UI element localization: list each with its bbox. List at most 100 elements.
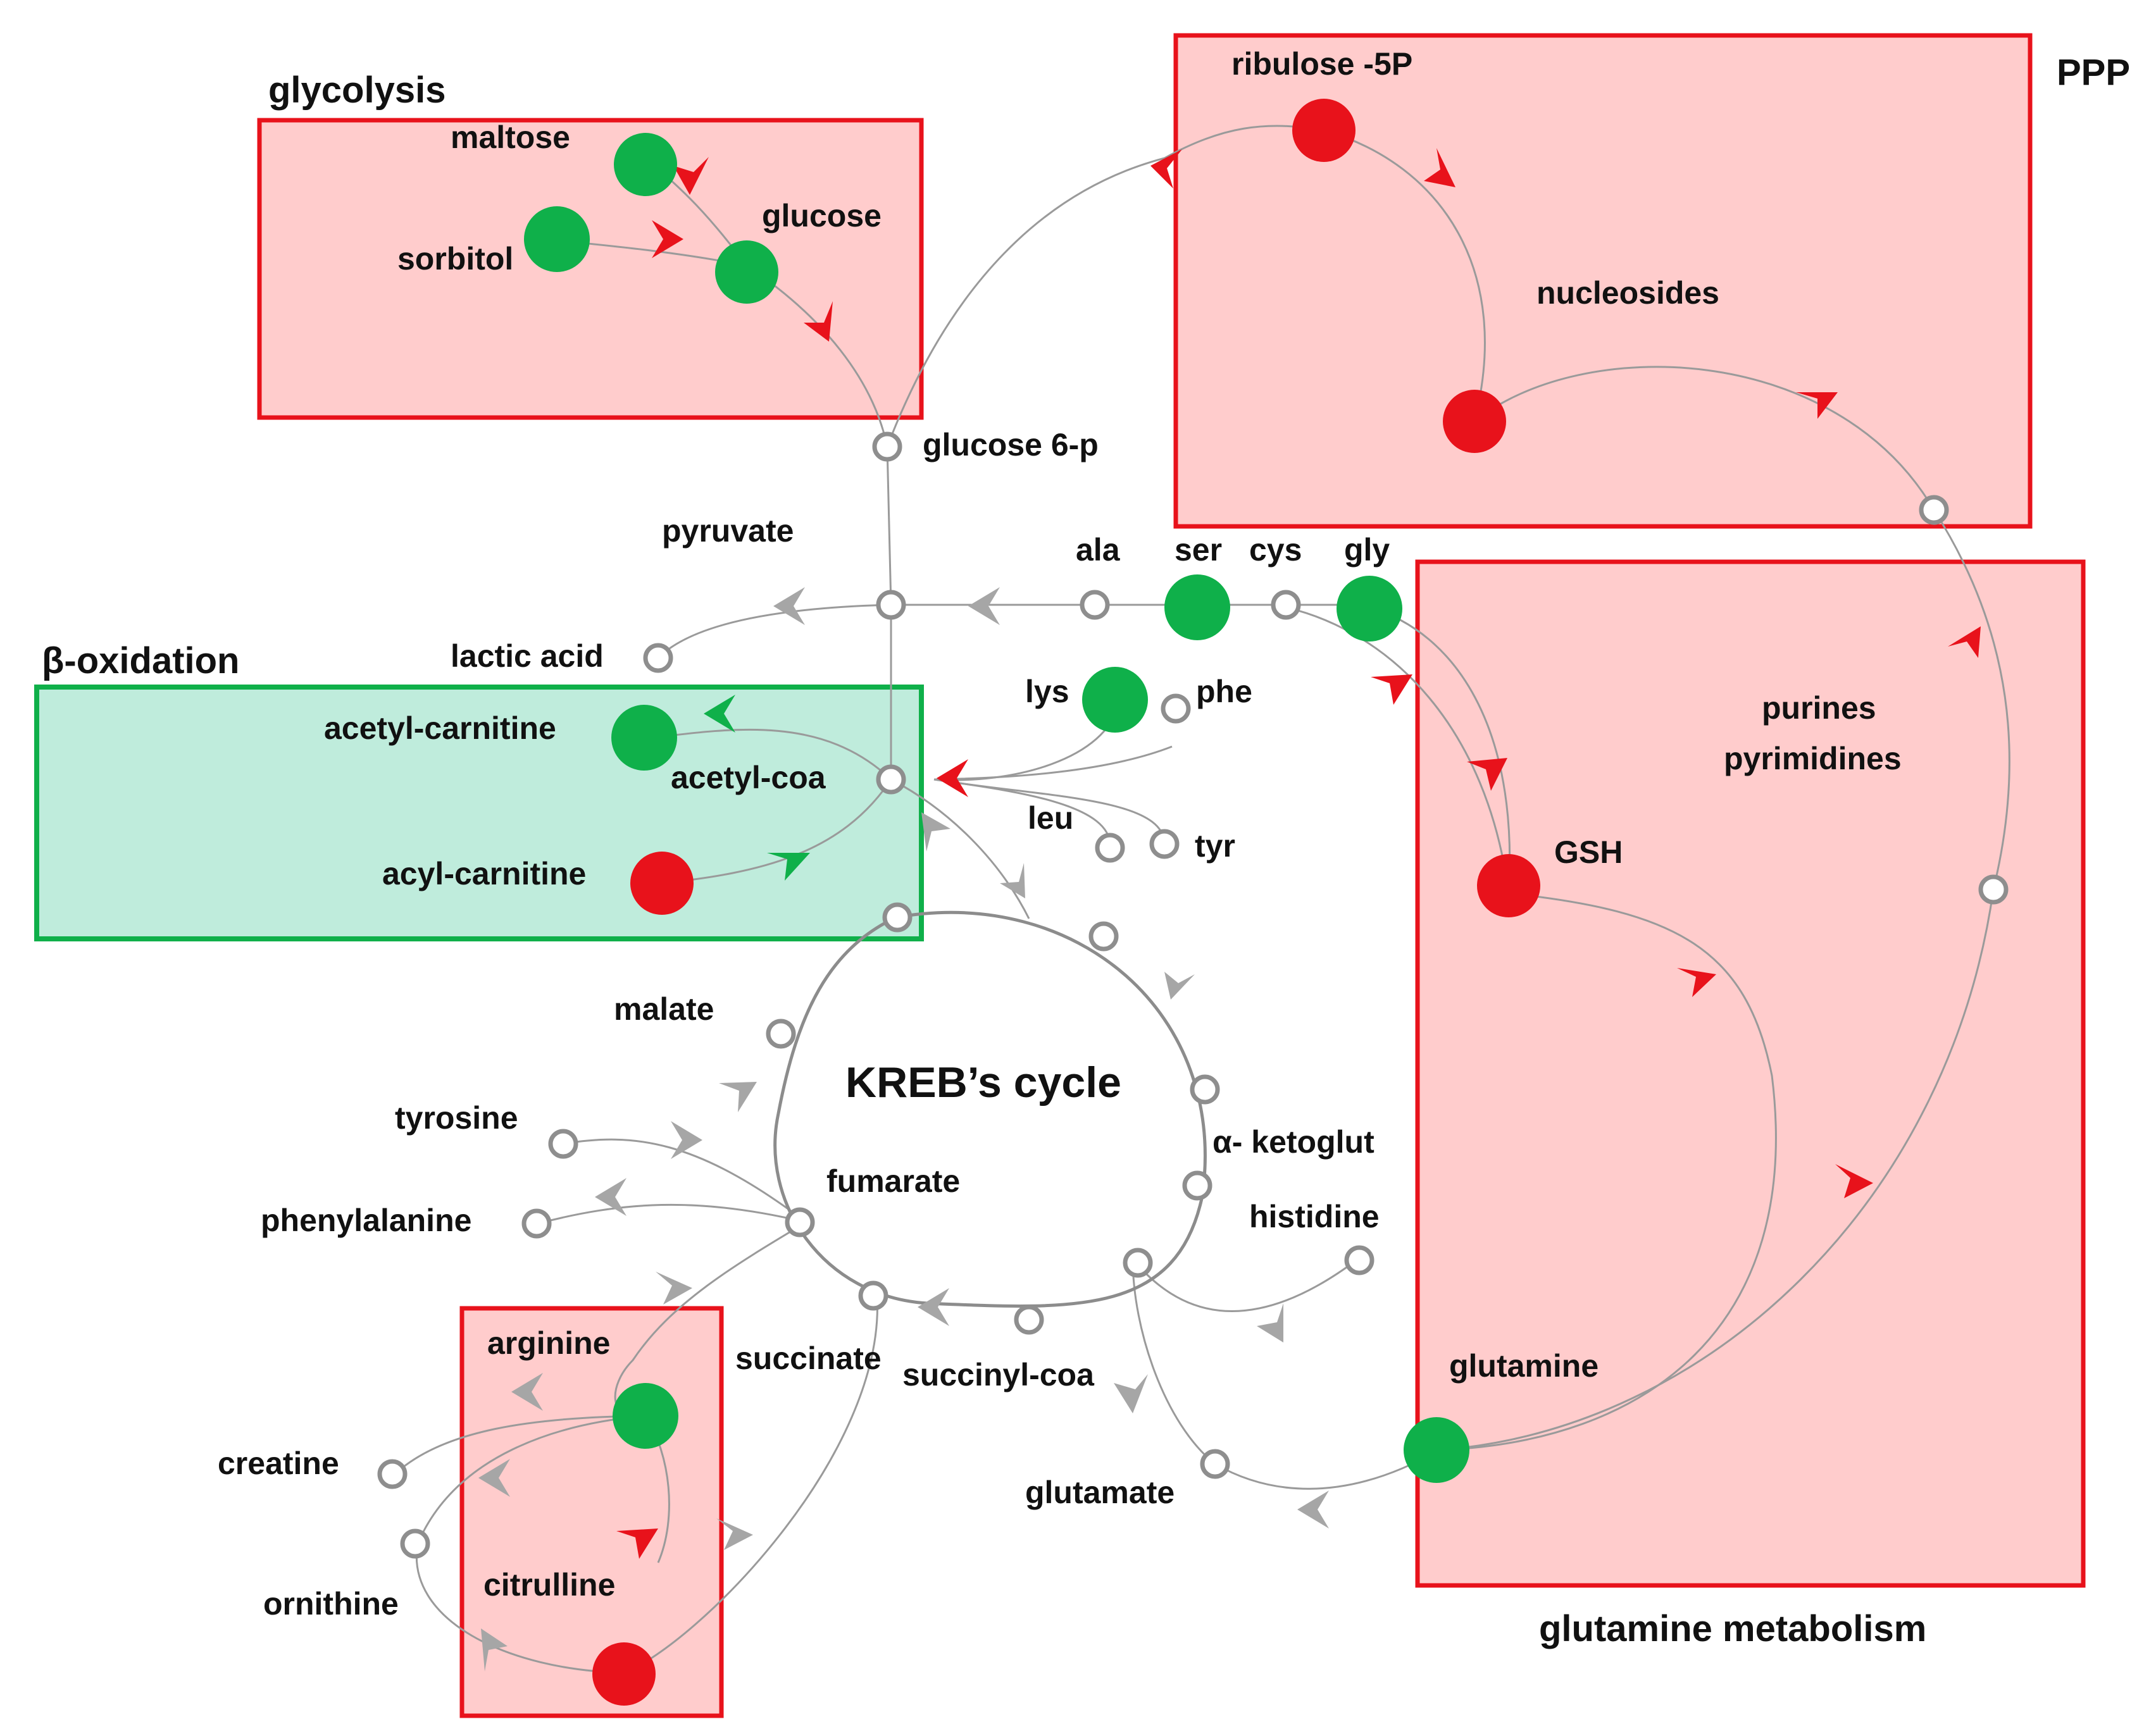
node-ribulose-5p xyxy=(1292,99,1356,162)
arrow-to-pyruvate xyxy=(773,587,805,625)
ppp-title: PPP xyxy=(2057,52,2130,93)
arrow-ornithine-to-citrulline xyxy=(481,1628,508,1671)
arrow-phenylalanine xyxy=(595,1178,626,1216)
metabolite-labels: maltose sorbitol glucose glucose 6-p rib… xyxy=(218,46,1902,1621)
label-glutamine: glutamine xyxy=(1449,1348,1599,1384)
arrow-to-nucleosides xyxy=(1796,392,1838,419)
node-glutamine xyxy=(1404,1417,1469,1483)
label-phe: phe xyxy=(1196,674,1252,709)
unchanged-nodes xyxy=(377,431,2009,1559)
label-malate: malate xyxy=(614,991,714,1027)
node-phe xyxy=(1161,693,1191,724)
krebs-cycle-ring xyxy=(773,910,1207,1308)
arrow-arginine-to-ornithine xyxy=(478,1459,510,1497)
label-cys: cys xyxy=(1249,532,1302,567)
up-arrows xyxy=(616,148,1981,1559)
node-maltose xyxy=(614,133,677,196)
label-ribulose-5p: ribulose -5P xyxy=(1231,46,1412,82)
label-glutamate: glutamate xyxy=(1025,1475,1175,1510)
arrow-cys-to-gsh xyxy=(1467,758,1507,791)
label-sorbitol: sorbitol xyxy=(397,241,513,276)
arrow-g6p-to-ribulose xyxy=(1150,149,1182,189)
glutamine-metabolism-title: glutamine metabolism xyxy=(1539,1608,1926,1649)
node-alpha-ketoglutarate xyxy=(1182,1170,1212,1201)
node-glutamate xyxy=(1200,1449,1230,1479)
label-phenylalanine: phenylalanine xyxy=(261,1203,471,1238)
urea-cycle-box xyxy=(459,1306,724,1718)
node-citrulline xyxy=(592,1642,656,1706)
node-gsh xyxy=(1477,854,1540,917)
node-fumarate xyxy=(785,1207,815,1237)
label-acyl-carnitine: acyl-carnitine xyxy=(382,856,586,891)
glycolysis-box xyxy=(257,118,924,420)
beta-oxidation-box xyxy=(34,685,924,941)
node-acyl-carnitine xyxy=(630,852,694,915)
label-citrulline: citrulline xyxy=(483,1567,615,1603)
label-leu: leu xyxy=(1028,800,1073,836)
label-alpha-ketoglut: α- ketoglut xyxy=(1212,1124,1374,1160)
node-lys xyxy=(1082,667,1148,733)
label-fumarate: fumarate xyxy=(826,1163,960,1199)
down-arrows xyxy=(704,695,810,881)
node-krebs-top-right xyxy=(1190,1074,1220,1105)
node-sorbitol xyxy=(524,206,590,272)
node-krebs-bottom-right xyxy=(1123,1248,1153,1278)
label-glucose: glucose xyxy=(762,198,882,233)
node-glucose xyxy=(715,240,778,304)
arrow-ribulose-to-nucleosides xyxy=(1424,148,1455,187)
arrow-krebs-2 xyxy=(1164,972,1195,1000)
arrow-glutamine-to-purines xyxy=(1835,1164,1873,1198)
label-gsh: GSH xyxy=(1554,834,1623,870)
arrow-ala-to-pyruvate xyxy=(968,587,1000,625)
node-krebs-citrate xyxy=(882,902,913,933)
label-purines: purines xyxy=(1762,690,1876,726)
arrow-gly-to-gsh xyxy=(1371,674,1412,705)
arrow-arginine-to-citrulline xyxy=(616,1528,658,1559)
arrow-krebs-1 xyxy=(1000,863,1025,898)
node-acetyl-coa xyxy=(876,764,906,795)
node-succinyl-coa xyxy=(1014,1305,1044,1335)
arrow-to-acetyl-coa xyxy=(937,759,968,797)
node-acetyl-carnitine xyxy=(611,705,677,771)
arrow-maltose-to-glucose xyxy=(673,157,709,195)
arrow-glutamine-to-gsh xyxy=(1677,968,1716,997)
node-malate xyxy=(766,1019,796,1049)
changed-nodes xyxy=(524,99,1540,1706)
node-arginine xyxy=(613,1383,678,1449)
glycolysis-title: glycolysis xyxy=(268,70,446,111)
label-succinyl-coa: succinyl-coa xyxy=(902,1357,1095,1392)
node-gly xyxy=(1337,576,1402,642)
node-purines-pyrimidines xyxy=(1978,874,2009,905)
arrow-to-acetyl-carnitine xyxy=(704,695,735,733)
label-lactic-acid: lactic acid xyxy=(451,638,604,674)
node-pyruvate xyxy=(876,590,906,620)
arrow-acyl-carnitine-to-acetyl-coa xyxy=(767,853,810,881)
beta-oxidation-title: β-oxidation xyxy=(42,640,240,681)
pathway-titles: glycolysis PPP β-oxidation glutamine met… xyxy=(42,52,2130,1649)
node-ala xyxy=(1080,590,1110,620)
node-histidine xyxy=(1344,1245,1374,1275)
arrow-glucose-to-g6p xyxy=(804,301,833,342)
arrow-histidine xyxy=(1257,1303,1283,1342)
node-creatine xyxy=(377,1459,408,1489)
label-maltose: maltose xyxy=(451,120,570,155)
arrow-sorbitol-to-glucose xyxy=(652,220,683,258)
node-nucleosides xyxy=(1443,390,1506,453)
node-cys xyxy=(1271,590,1301,620)
node-lactic-acid xyxy=(643,643,673,673)
node-ornithine xyxy=(400,1528,430,1559)
node-phenylalanine xyxy=(521,1208,552,1239)
arrow-acetylcoa-to-krebs xyxy=(921,812,950,852)
label-acetyl-carnitine: acetyl-carnitine xyxy=(324,710,556,746)
arrow-tyrosine-to-fumarate xyxy=(671,1121,702,1159)
label-pyrimidines: pyrimidines xyxy=(1724,741,1902,776)
label-nucleosides: nucleosides xyxy=(1536,275,1719,311)
label-arginine: arginine xyxy=(487,1325,610,1361)
label-tyr: tyr xyxy=(1195,828,1235,864)
arrow-arginine-to-fumarate xyxy=(656,1272,692,1305)
arrow-arginine-to-creatine xyxy=(511,1373,543,1411)
node-ppp-junction xyxy=(1919,495,1949,525)
label-histidine: histidine xyxy=(1249,1199,1380,1234)
